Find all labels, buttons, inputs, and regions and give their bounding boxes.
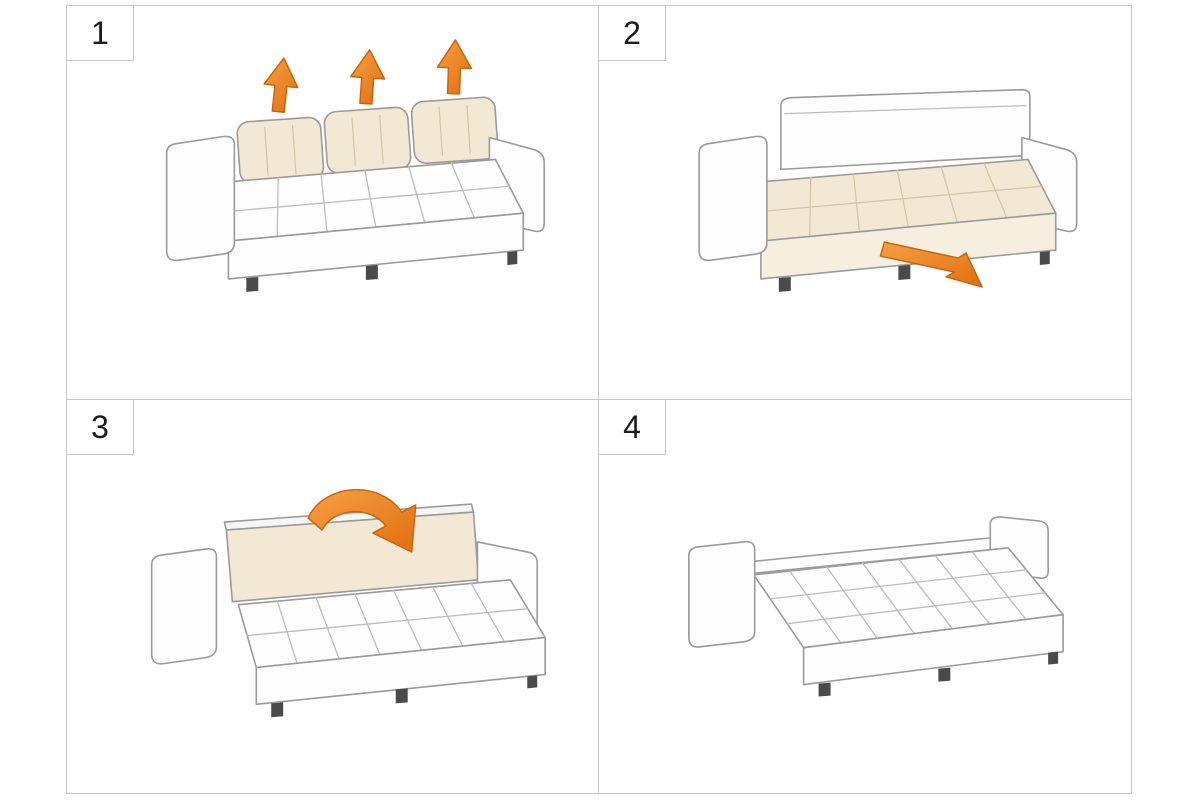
grid-frame: 1 [66,5,1132,794]
back-cushions [236,96,499,185]
front-base [255,636,546,705]
up-arrow-icon [436,39,473,95]
step-number-box: 1 [67,6,134,61]
sofa-foot [527,674,538,688]
up-arrow-icon [263,57,299,113]
backrest-panel [780,88,1031,171]
step-number: 3 [91,408,109,445]
step-panel-1: 1 [67,6,599,400]
back-cushion [323,106,412,175]
sofa-foot [507,251,518,266]
lift-up-arrows-icon [263,39,473,113]
sofa-step-1 [165,96,545,292]
armrest-left [165,135,236,262]
step-4-illustration [688,515,1064,697]
sofa-step-3 [150,502,546,717]
sofa-foot [1048,651,1059,665]
step-number: 2 [623,15,641,51]
step-number-box: 2 [599,6,666,61]
up-arrow-icon [350,49,386,105]
pull-out-base [760,212,1057,280]
step-panel-4: 4 [599,399,1131,794]
seat-quilting [246,582,528,664]
sofa-foot [395,687,408,703]
step-number-box: 3 [67,399,134,455]
seat-quilting [230,162,510,237]
sofa-foot [818,682,831,697]
mattress-quilting [770,550,1046,643]
pull-out-arrow-icon [879,241,983,288]
sofa-foot [271,701,284,717]
front-base [227,212,525,280]
back-cushion [410,96,499,164]
seat-quilting [763,162,1043,237]
step-number-box: 4 [599,399,666,455]
fold-down-arrow-icon [307,488,417,553]
back-cushion [236,116,325,185]
fold-arrow [307,488,417,553]
sofa-foot [898,265,911,280]
step-1-illustration [165,39,545,292]
step-2-illustration [698,88,1078,292]
sofa-foot [246,276,259,292]
armrest-left [150,547,218,665]
sofa-step-2 [698,88,1078,292]
step-panel-3: 3 [67,399,599,793]
armrest-left [698,135,768,262]
sofa-step-4 [688,515,1064,697]
sofa-foot [778,276,791,292]
sofa-foot [1039,251,1050,266]
step-number: 1 [91,15,109,51]
step-number: 4 [623,408,641,445]
pull-out-arrow [879,241,983,288]
sofa-foot [938,667,951,682]
step-panel-2: 2 [599,6,1131,400]
armrest-left [688,540,756,648]
front-base [802,613,1064,685]
sofa-foot [365,265,378,280]
step-3-illustration [150,488,546,717]
